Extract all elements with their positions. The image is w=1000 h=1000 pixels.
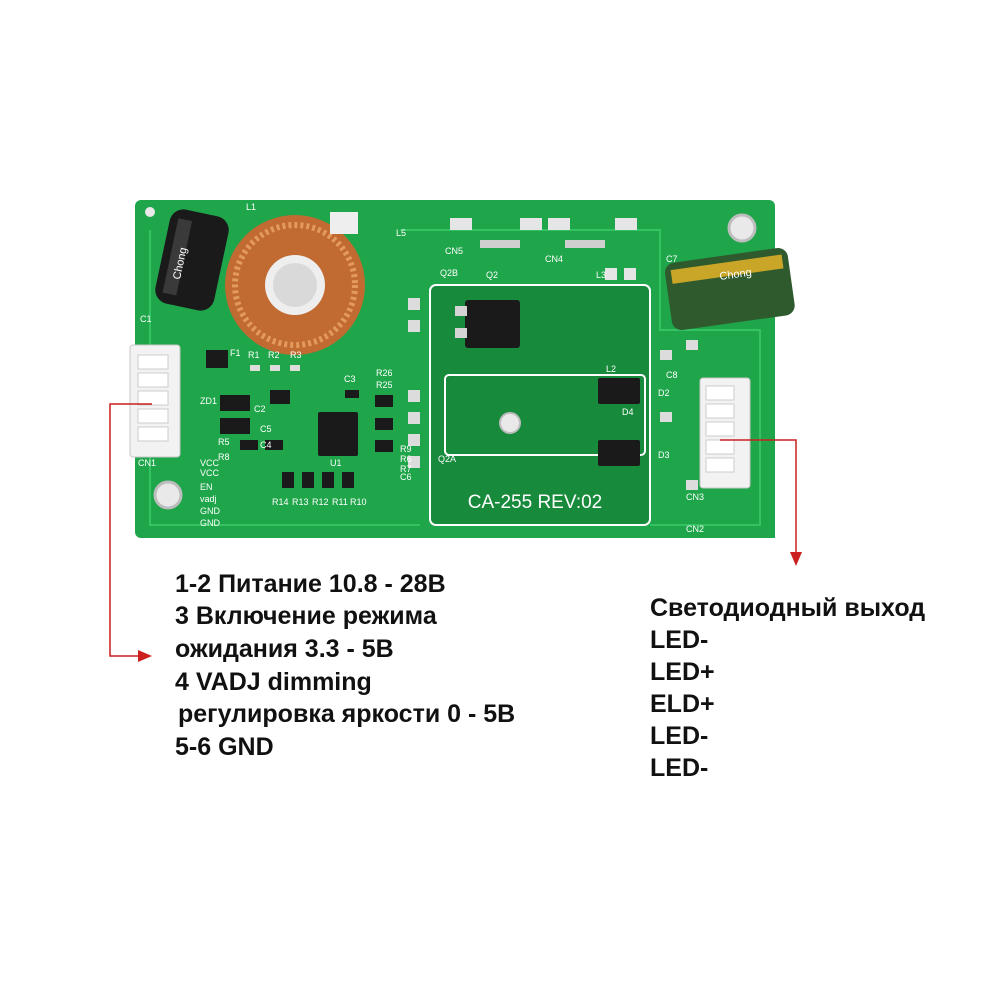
pin-label: GND: [200, 518, 221, 528]
input-label-line2: 3 Включение режима: [175, 602, 437, 630]
output-pin-5: LED-: [650, 754, 709, 782]
silk-label: R9: [400, 444, 412, 454]
mosfet-q2: [455, 300, 520, 348]
smd-components: [206, 298, 698, 490]
silk-label: R13: [292, 497, 309, 507]
silk-label: C7: [666, 254, 678, 264]
board-model: CA-255 REV:02: [468, 492, 602, 513]
mounting-hole: [727, 213, 757, 243]
silk-label: C5: [260, 424, 272, 434]
output-pin-1: LED-: [650, 626, 709, 654]
silk-label: U1: [330, 458, 342, 468]
silk-label: R10: [350, 497, 367, 507]
capacitor-brand-right: Chong: [719, 267, 753, 283]
pin-label: VCC: [200, 468, 220, 478]
output-connector-cn3: [699, 377, 751, 489]
mounting-hole: [499, 412, 521, 434]
top-pads: [450, 218, 637, 280]
cn1-label: CN1: [138, 458, 156, 468]
silk-label: C8: [666, 370, 678, 380]
input-connector-cn1: [129, 344, 181, 458]
silk-label: L3: [596, 270, 606, 280]
silk-label: R14: [272, 497, 289, 507]
silk-label: C6: [400, 472, 412, 482]
input-label-line3: ожидания 3.3 - 5В: [175, 635, 394, 663]
input-label-line4: 4 VADJ dimming: [175, 668, 372, 696]
silk-label: R25: [376, 380, 393, 390]
input-pin-labels: VCC VCC EN vadj GND GND: [200, 458, 221, 528]
silk-label: L5: [396, 228, 406, 238]
output-title: Светодиодный выход: [650, 594, 926, 622]
silk-label: R3: [290, 350, 302, 360]
cn3-label: CN3: [686, 492, 704, 502]
silk-label: D4: [622, 407, 634, 417]
diode-d4: [598, 378, 640, 404]
mounting-hole: [153, 480, 183, 510]
trace: [149, 230, 420, 526]
pin-label: GND: [200, 506, 221, 516]
silk-label: D2: [658, 388, 670, 398]
pin-label: vadj: [200, 494, 217, 504]
silk-label: L2: [606, 364, 616, 374]
silk-label: ZD1: [200, 396, 217, 406]
silk-label: L1: [246, 202, 256, 212]
silk-outline: [444, 374, 646, 456]
output-pin-3: ELD+: [650, 690, 715, 718]
cn5-label: CN5: [445, 246, 463, 256]
pin-label: VCC: [200, 458, 220, 468]
silk-label: Q2B: [440, 268, 458, 278]
heatsink-area: [429, 284, 651, 526]
diode-d3: [598, 440, 640, 466]
input-label-line5: регулировка яркости 0 - 5В: [178, 700, 516, 728]
silk-label: Q2A: [438, 454, 456, 464]
silk-label: R7: [400, 464, 412, 474]
ic-u1: [318, 412, 358, 456]
silk-label: C1: [140, 314, 152, 324]
silk-label: C4: [260, 440, 272, 450]
capacitor-left: [155, 209, 229, 311]
cn4-label: CN4: [545, 254, 563, 264]
silk-label: R26: [376, 368, 393, 378]
silk-label: D3: [658, 450, 670, 460]
input-label-line1: 1-2 Питание 10.8 - 28В: [175, 570, 446, 598]
silk-label: C3: [344, 374, 356, 384]
silk-label: R8: [218, 452, 230, 462]
silk-label: R6: [400, 454, 412, 464]
mounting-hole: [145, 207, 155, 217]
silk-label: R12: [312, 497, 329, 507]
silk-label: Q2: [486, 270, 498, 280]
silk-label: C2: [254, 404, 266, 414]
output-callout-arrow: [720, 439, 802, 566]
silk-label: R5: [218, 437, 230, 447]
silk-label: F1: [230, 348, 241, 358]
cn2-label: CN2: [686, 524, 704, 534]
toroid-inductor: [225, 215, 365, 355]
silk-label: R1: [248, 350, 260, 360]
pin-label: EN: [200, 482, 213, 492]
capacitor-right: [665, 248, 795, 331]
silk-label: R2: [268, 350, 280, 360]
output-pin-4: LED-: [650, 722, 709, 750]
input-callout-arrow: [109, 403, 152, 662]
silk-label: R11: [332, 497, 348, 507]
connector-small: [330, 212, 358, 234]
input-label-line6: 5-6 GND: [175, 733, 274, 761]
output-pin-2: LED+: [650, 658, 715, 686]
